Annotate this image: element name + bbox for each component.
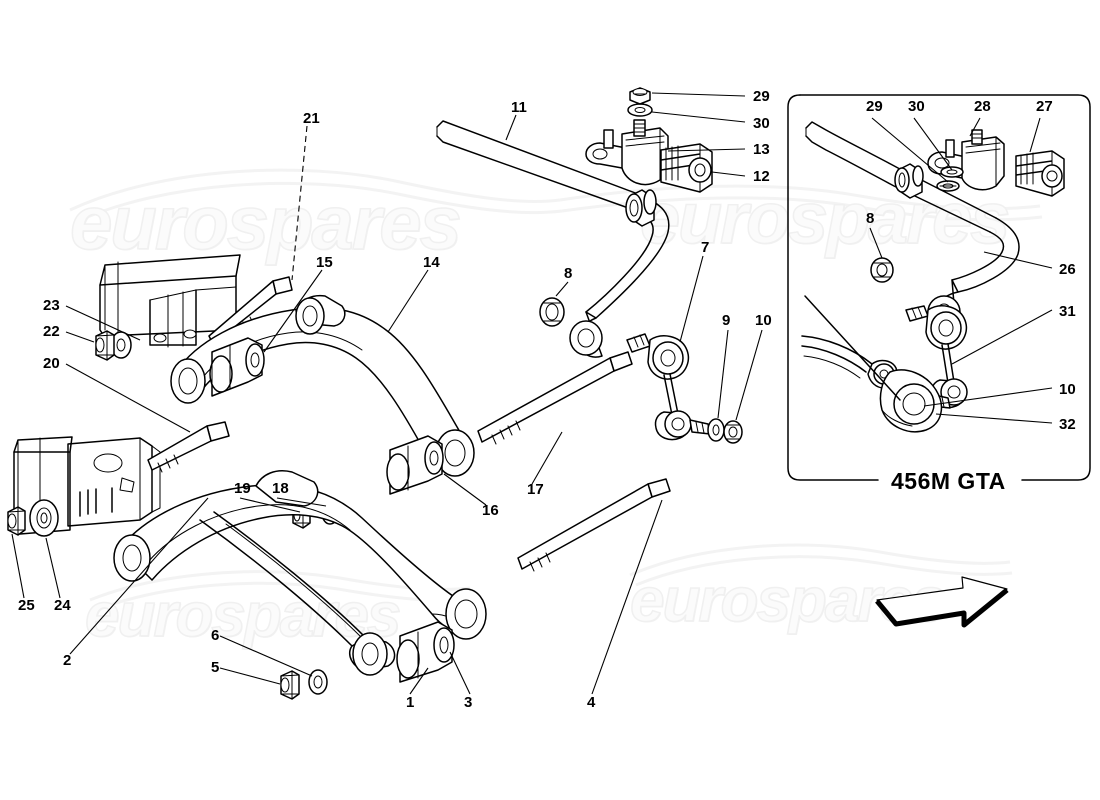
lower-arm-bush-1 xyxy=(396,621,455,683)
callout-16: 16 xyxy=(482,502,499,519)
watermark-top: eurospares xyxy=(69,180,462,267)
direction-arrow xyxy=(875,576,1009,628)
callout-18: 18 xyxy=(272,480,289,497)
callout-9: 9 xyxy=(722,312,731,329)
callout-4: 4 xyxy=(587,694,596,711)
lower-arm-secondary xyxy=(199,511,396,676)
callout-7: 7 xyxy=(701,239,710,256)
lower-control-arm xyxy=(113,470,487,640)
inset-callout-32: 32 xyxy=(1059,416,1076,433)
callout-11: 11 xyxy=(511,99,527,116)
washer-30 xyxy=(627,103,653,117)
callout-21: 21 xyxy=(303,110,320,127)
washer-9 xyxy=(707,418,725,442)
bush-24 xyxy=(29,499,59,537)
callout-6: 6 xyxy=(211,627,220,644)
callout-29: 29 xyxy=(753,88,770,105)
callout-20: 20 xyxy=(43,355,60,372)
upper-arm-bush-16 xyxy=(386,435,444,495)
through-bolt-4 xyxy=(517,478,671,572)
leader-lines-main xyxy=(11,92,763,695)
inset-callout-10: 10 xyxy=(1059,381,1076,398)
washer-23 xyxy=(110,331,132,359)
nut-5 xyxy=(280,670,300,700)
anti-roll-bar-11 xyxy=(436,120,670,358)
drop-link-7 xyxy=(626,333,711,441)
callout-19: 19 xyxy=(234,480,251,497)
inset-callout-28: 28 xyxy=(974,98,991,115)
bar-bush-12 xyxy=(660,143,713,193)
inset-callout-26: 26 xyxy=(1059,261,1076,278)
nut-29 xyxy=(629,87,651,105)
inset-artwork xyxy=(801,121,1065,433)
callout-2: 2 xyxy=(63,652,72,669)
callout-3: 3 xyxy=(464,694,473,711)
through-bolt-17 xyxy=(477,351,633,445)
chassis-bracket-lower xyxy=(13,436,161,535)
inset-callout-30: 30 xyxy=(908,98,925,115)
callout-5: 5 xyxy=(211,659,220,676)
inset-callout-8: 8 xyxy=(866,210,875,227)
watermark-bottom-left: eurospares xyxy=(84,580,402,651)
inset-callout-31: 31 xyxy=(1059,303,1076,320)
leader-lines-inset xyxy=(869,117,1053,424)
callout-10: 10 xyxy=(755,312,772,329)
callout-22: 22 xyxy=(43,323,60,340)
nut-25 xyxy=(7,506,26,536)
callout-25: 25 xyxy=(18,597,35,614)
callout-14: 14 xyxy=(423,254,440,271)
inset-panel-border xyxy=(787,94,1091,481)
callout-17: 17 xyxy=(527,481,544,498)
callout-15: 15 xyxy=(316,254,333,271)
callout-23: 23 xyxy=(43,297,60,314)
washer-6 xyxy=(308,669,328,695)
callout-12: 12 xyxy=(753,168,770,185)
pivot-bolt-20 xyxy=(147,421,230,473)
inset-panel-title: 456M GTA xyxy=(891,468,1006,494)
upper-arm-bush-15 xyxy=(209,337,265,397)
callout-30: 30 xyxy=(753,115,770,132)
callout-8: 8 xyxy=(564,265,573,282)
nut-8 xyxy=(539,297,565,327)
nut-10 xyxy=(723,420,743,444)
callout-24: 24 xyxy=(54,597,71,614)
nut-22 xyxy=(95,330,115,361)
inset-callout-29: 29 xyxy=(866,98,883,115)
inset-callout-27: 27 xyxy=(1036,98,1053,115)
callout-1: 1 xyxy=(406,694,415,711)
bar-bracket-13 xyxy=(585,119,669,186)
callout-13: 13 xyxy=(753,141,770,158)
